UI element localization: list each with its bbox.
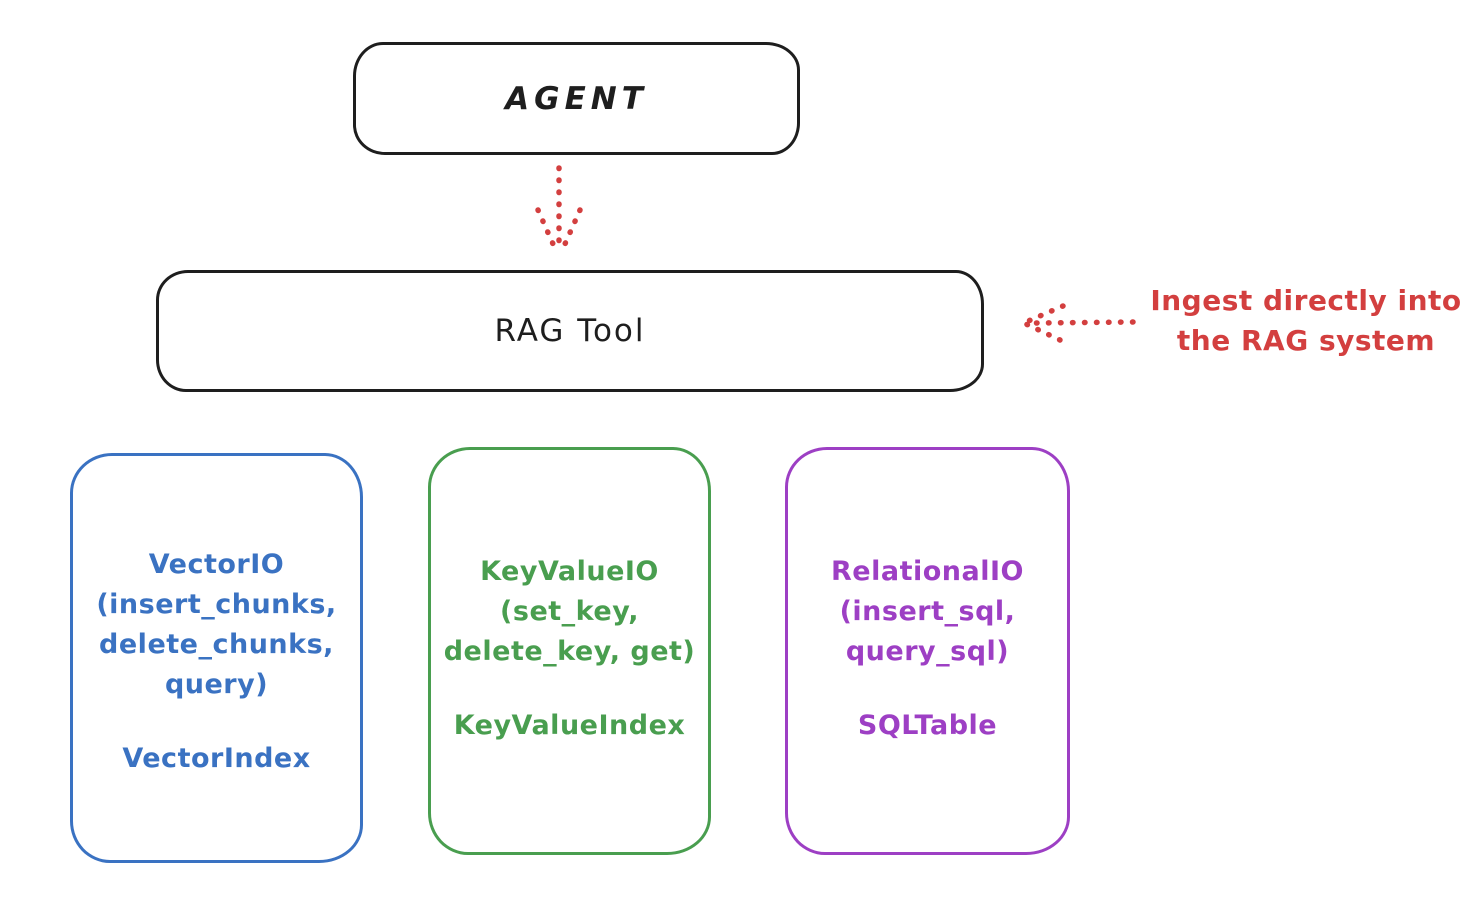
relational-io-text: RelationalIO (insert_sql, query_sql) SQL… [788,450,1067,746]
agent-box: AGENT [353,42,800,155]
vector-io-line: query) [164,669,269,700]
relational-io-line: query_sql) [845,636,1010,667]
vector-index-label: VectorIndex [122,743,311,774]
vector-io-line: delete_chunks, [99,629,334,660]
keyvalue-io-line: delete_key, get) [443,636,696,667]
agent-to-ragtool-arrow [535,165,583,256]
ingest-annotation: Ingest directly into the RAG system [1140,281,1472,361]
ingest-annotation-line1: Ingest directly into [1150,284,1462,317]
vector-io-text: VectorIO (insert_chunks, delete_chunks, … [73,456,360,779]
ingest-annotation-line2: the RAG system [1176,324,1436,357]
keyvalue-index-label: KeyValueIndex [453,710,686,741]
sql-table-label: SQLTable [857,710,998,741]
keyvalue-io-box: KeyValueIO (set_key, delete_key, get) Ke… [428,447,711,855]
relational-io-box: RelationalIO (insert_sql, query_sql) SQL… [785,447,1070,855]
keyvalue-io-text: KeyValueIO (set_key, delete_key, get) Ke… [431,450,708,746]
rag-tool-box-label: RAG Tool [494,313,646,349]
relational-io-line: (insert_sql, [839,596,1016,627]
annotation-to-ragtool-arrow [1023,303,1136,343]
rag-tool-box: RAG Tool [156,270,984,392]
keyvalue-io-line: KeyValueIO [480,556,659,587]
vector-io-line: VectorIO [148,549,285,580]
agent-box-label: AGENT [505,80,648,117]
relational-io-line: RelationalIO [831,556,1024,587]
vector-io-box: VectorIO (insert_chunks, delete_chunks, … [70,453,363,863]
vector-io-line: (insert_chunks, [96,589,337,620]
keyvalue-io-line: (set_key, [500,596,639,627]
